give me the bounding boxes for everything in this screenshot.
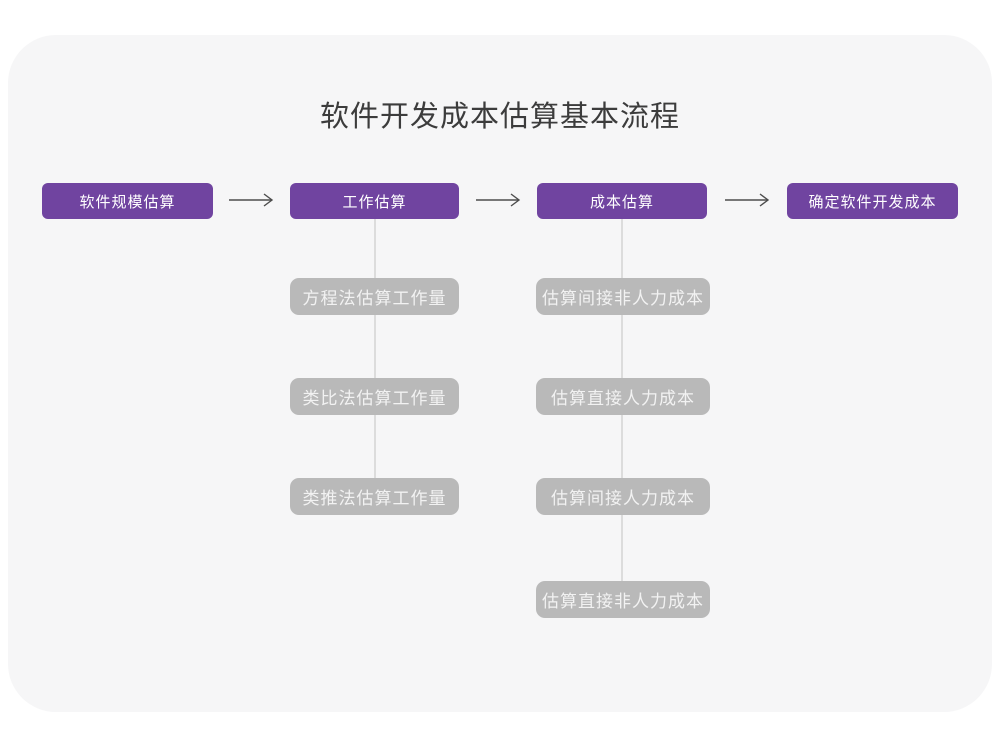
arrow-right-icon	[475, 192, 521, 208]
substep-box-indirect-labor-cost: 估算间接人力成本	[536, 478, 710, 515]
diagram-card	[8, 35, 992, 712]
connector-line-work-estimation	[373, 219, 376, 480]
stage-label: 确定软件开发成本	[808, 193, 937, 211]
arrow-right-icon	[228, 192, 274, 208]
stage-box-cost-estimation: 成本估算	[537, 183, 707, 219]
stage-label: 成本估算	[589, 193, 654, 211]
substep-box-extrapolation-method: 类推法估算工作量	[290, 478, 459, 515]
arrow-right-icon	[724, 192, 770, 208]
substep-label: 估算直接人力成本	[551, 389, 695, 408]
substep-label: 估算间接人力成本	[551, 489, 695, 508]
substep-label: 估算间接非人力成本	[542, 289, 704, 308]
stage-label: 软件规模估算	[79, 193, 176, 211]
substep-box-direct-labor-cost: 估算直接人力成本	[536, 378, 710, 415]
stage-label: 工作估算	[342, 193, 407, 211]
substep-label: 类推法估算工作量	[302, 489, 447, 508]
substep-box-analogy-method: 类比法估算工作量	[290, 378, 459, 415]
substep-box-equation-method: 方程法估算工作量	[290, 278, 459, 315]
stage-box-software-scale-estimation: 软件规模估算	[42, 183, 213, 219]
stage-box-work-estimation: 工作估算	[290, 183, 459, 219]
substep-label: 估算直接非人力成本	[542, 592, 704, 611]
substep-label: 方程法估算工作量	[302, 289, 447, 308]
substep-box-indirect-nonlabor-cost: 估算间接非人力成本	[536, 278, 710, 315]
stage-box-determine-dev-cost: 确定软件开发成本	[787, 183, 958, 219]
substep-label: 类比法估算工作量	[302, 389, 447, 408]
substep-box-direct-nonlabor-cost: 估算直接非人力成本	[536, 581, 710, 618]
diagram-title: 软件开发成本估算基本流程	[319, 101, 680, 133]
